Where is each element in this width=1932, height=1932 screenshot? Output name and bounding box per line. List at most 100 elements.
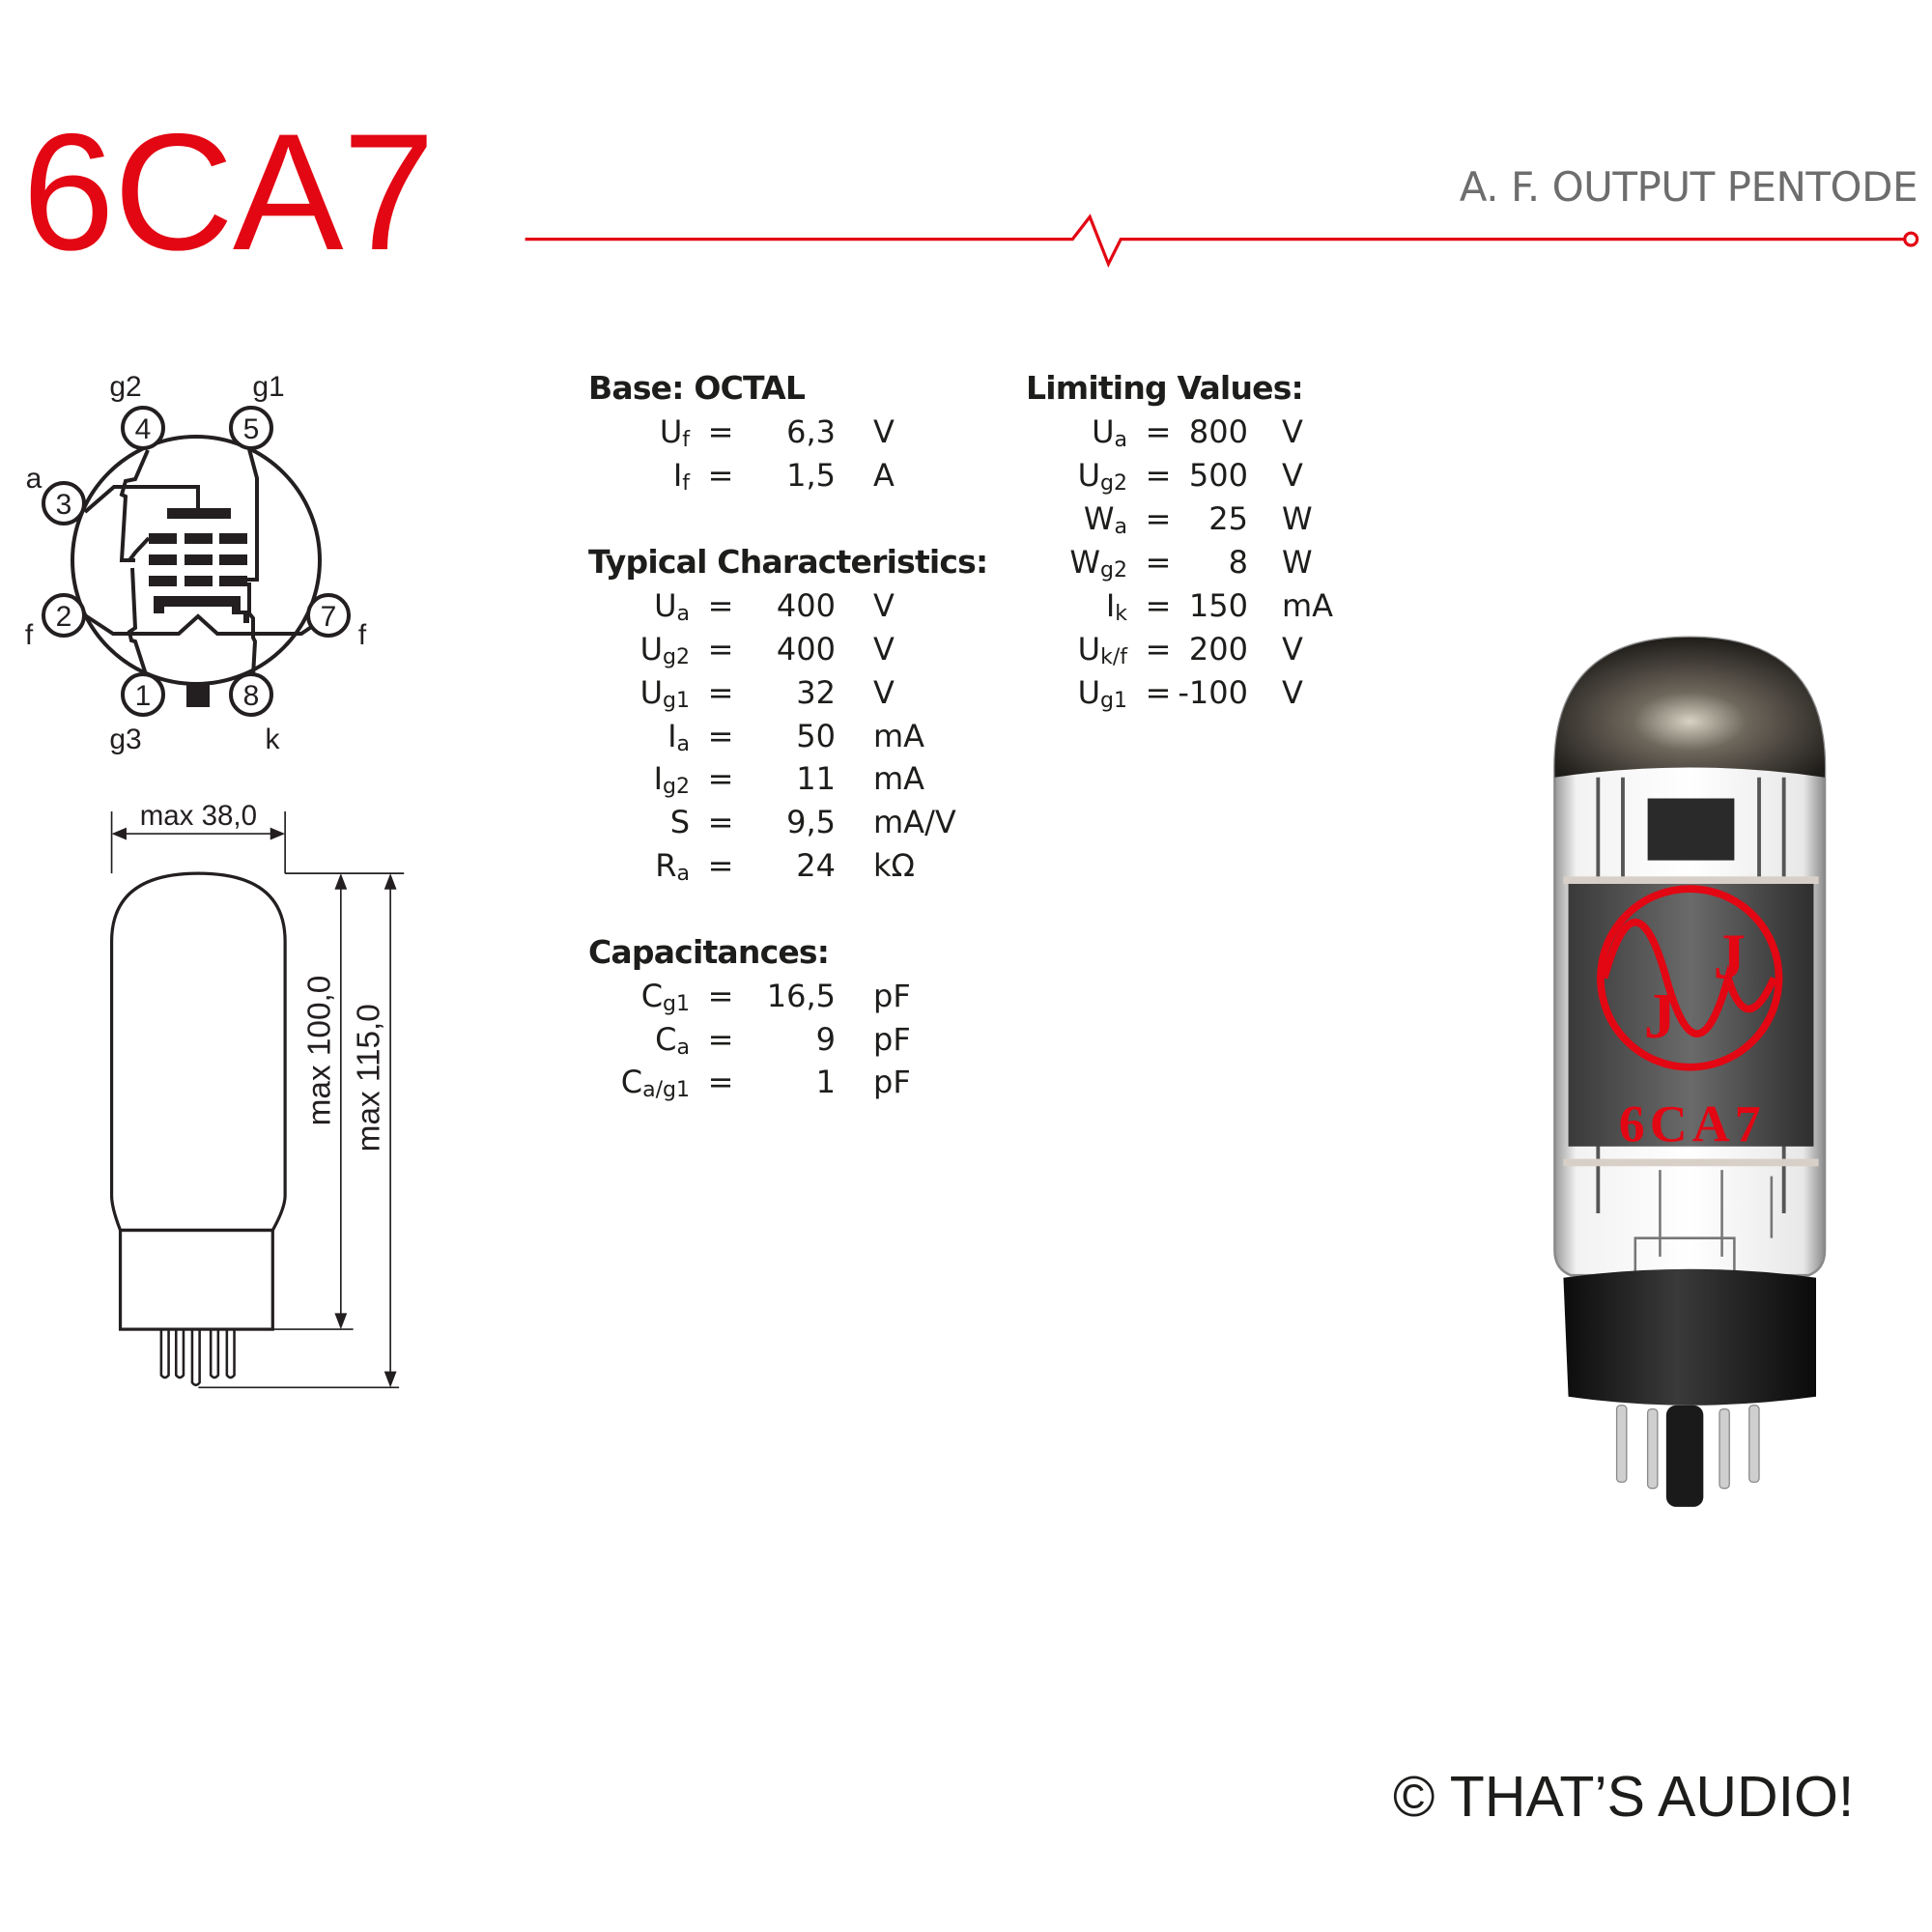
pin-label: g3: [109, 724, 141, 755]
tube-photo: J J 6CA7: [1553, 636, 1827, 1507]
symbol-main: R: [655, 847, 677, 884]
body-height-label: max 100,0: [301, 976, 337, 1126]
equals-sign: =: [1145, 457, 1172, 494]
symbol-subscript: a: [1114, 428, 1127, 452]
symbol-main: U: [1077, 674, 1101, 711]
pin-label: g1: [252, 371, 284, 403]
jj-logo: J J: [1597, 885, 1783, 1071]
symbol-subscript: a/g1: [642, 1078, 690, 1102]
equals-sign: =: [707, 457, 734, 494]
base-key: [186, 684, 210, 707]
parameter-unit: mA: [1282, 587, 1334, 624]
parameter-value: 9,5: [786, 804, 836, 840]
symbol-main: U: [1077, 631, 1101, 668]
parameter-unit: V: [873, 587, 895, 624]
parameter-unit: pF: [873, 1064, 911, 1100]
equals-sign: =: [1145, 587, 1172, 624]
symbol-main: W: [1083, 500, 1115, 537]
symbol-main: C: [640, 978, 664, 1014]
total-height-label: max 115,0: [352, 1004, 387, 1151]
pin-number: 5: [243, 413, 260, 445]
symbol-main: C: [655, 1021, 677, 1058]
equals-sign: =: [707, 847, 734, 884]
parameter-symbol: Ia: [497, 718, 690, 763]
parameter-value: 16,5: [766, 978, 836, 1014]
symbol-subscript: a: [676, 602, 690, 626]
equals-sign: =: [707, 978, 734, 1014]
parameter-unit: V: [1282, 674, 1303, 711]
getter-dome: [1554, 637, 1825, 778]
parameter-value: 150: [1188, 587, 1248, 624]
parameter-unit: V: [873, 674, 895, 711]
parameter-unit: A: [873, 457, 895, 494]
pin-label: f: [25, 619, 34, 651]
parameter-value: 200: [1188, 631, 1248, 668]
parameter-value: 9: [815, 1021, 836, 1058]
symbol-subscript: g2: [663, 645, 690, 669]
equals-sign: =: [1145, 413, 1172, 450]
base-pins: [1615, 1405, 1760, 1490]
parameter-symbol: Ik: [934, 587, 1127, 633]
symbol-subscript: f: [682, 471, 690, 496]
tube-type-subtitle: A. F. OUTPUT PENTODE: [1459, 163, 1918, 211]
symbol-subscript: f: [682, 428, 690, 452]
parameter-symbol: If: [497, 457, 690, 502]
symbol-main: U: [639, 674, 664, 711]
pins-outline: [159, 1329, 236, 1387]
parameter-value: 1: [815, 1064, 836, 1100]
pin-label: g2: [109, 371, 141, 403]
svg-text:J: J: [1644, 981, 1676, 1052]
symbol-main: C: [620, 1064, 643, 1100]
parameter-unit: mA: [873, 760, 925, 797]
svg-text:J: J: [1714, 922, 1746, 992]
equals-sign: =: [707, 1021, 734, 1058]
parameter-symbol: Cg1: [497, 978, 690, 1023]
symbol-main: U: [659, 413, 683, 450]
symbol-main: I: [668, 718, 677, 754]
parameter-unit: V: [873, 631, 895, 668]
parameter-value: 32: [796, 674, 836, 711]
capacitances-heading: Capacitances:: [588, 933, 830, 971]
parameter-unit: kΩ: [873, 847, 915, 884]
parameter-unit: mA/V: [873, 804, 956, 840]
parameter-unit: V: [1282, 457, 1303, 494]
parameter-symbol: Ca: [497, 1021, 690, 1066]
header-rule: [525, 213, 1919, 269]
equals-sign: =: [1145, 674, 1172, 711]
parameter-value: 11: [796, 760, 836, 797]
parameter-symbol: Ca/g1: [497, 1064, 690, 1109]
parameter-symbol: Ig2: [497, 760, 690, 806]
pin-number: 4: [135, 413, 152, 445]
equals-sign: =: [707, 413, 734, 450]
red-signal-line: [525, 213, 1905, 269]
equals-sign: =: [707, 631, 734, 668]
copyright-notice: © THAT’S AUDIO!: [1393, 1765, 1855, 1829]
parameter-unit: W: [1282, 544, 1313, 581]
parameter-symbol: Ua: [934, 413, 1127, 459]
parameter-unit: V: [1282, 413, 1303, 450]
parameter-symbol: Ug2: [497, 631, 690, 676]
symbol-subscript: a: [676, 862, 690, 886]
parameter-symbol: Uk/f: [934, 631, 1127, 676]
symbol-main: U: [654, 587, 677, 624]
parameter-value: 500: [1188, 457, 1248, 494]
symbol-subscript: a: [676, 732, 690, 756]
pin-label: k: [266, 724, 281, 755]
pin-number: 3: [56, 489, 72, 521]
symbol-subscript: k: [1115, 602, 1127, 626]
cathode: [154, 596, 249, 623]
parameter-symbol: Ug2: [934, 457, 1127, 502]
parameter-unit: pF: [873, 1021, 911, 1058]
limiting-heading: Limiting Values:: [1026, 369, 1304, 407]
parameter-unit: W: [1282, 500, 1313, 537]
parameter-symbol: Ug1: [934, 674, 1127, 720]
dimension-drawing: max 38,0 max 100,0 max 115,0: [109, 800, 405, 1389]
pin-number: 7: [321, 601, 337, 633]
parameter-symbol: S: [497, 804, 690, 849]
symbol-main: W: [1069, 544, 1101, 581]
symbol-subscript: a: [676, 1036, 690, 1060]
equals-sign: =: [1145, 544, 1172, 581]
parameter-unit: mA: [873, 718, 925, 754]
pin-number: 1: [135, 680, 152, 712]
symbol-main: I: [672, 457, 683, 494]
